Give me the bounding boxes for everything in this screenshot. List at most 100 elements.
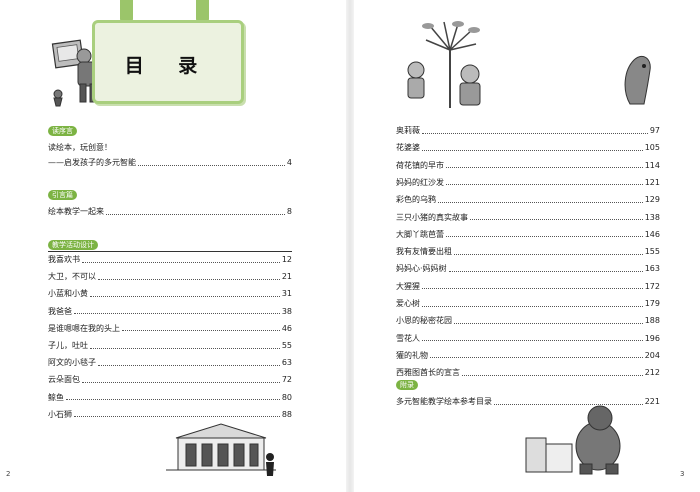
frame-tab-right xyxy=(196,0,209,22)
title-box: 目 录 xyxy=(92,20,244,104)
toc-entry-page: 155 xyxy=(644,247,660,257)
dot-leader xyxy=(422,305,643,307)
toc-entry[interactable]: 彩色的乌鸦 129 xyxy=(396,194,660,206)
toc-entry-page: 212 xyxy=(644,368,660,378)
dot-leader xyxy=(138,164,285,166)
frame-tab-left xyxy=(120,0,133,22)
toc-entry-title[interactable]: 读绘本，玩创意！ xyxy=(48,143,112,152)
toc-entry[interactable]: ——启发孩子的多元智能 4 xyxy=(48,157,292,169)
toc-entry-title: 獾的礼物 xyxy=(396,350,428,360)
toc-entry[interactable]: 西雅图酋长的宣言 212 xyxy=(396,367,660,379)
toc-entry-page: 188 xyxy=(644,316,660,326)
toc-entry-title: 我有友情要出租 xyxy=(396,247,452,257)
toc-entry-page: 121 xyxy=(644,177,660,187)
toc-entry-title: 大猩猩 xyxy=(396,281,420,291)
toc-entry-page: 172 xyxy=(644,281,660,291)
dot-leader xyxy=(82,261,280,263)
toc-entry[interactable]: 妈妈心·妈妈树 163 xyxy=(396,263,660,275)
toc-entry-title: 绘本教学一起来 xyxy=(48,207,104,216)
toc-entry[interactable]: 我有友情要出租 155 xyxy=(396,246,660,258)
dot-leader xyxy=(74,313,280,315)
dot-leader xyxy=(98,278,280,280)
toc-entry-page: 4 xyxy=(286,158,292,167)
toc-entry-title: 花婆婆 xyxy=(396,143,420,153)
toc-entry-title: 小蓝和小黄 xyxy=(48,289,88,299)
toc-entry[interactable]: 我爸爸 38 xyxy=(48,306,292,318)
toc-entry-title: 荷花镇的早市 xyxy=(396,160,444,170)
toc-entry-page: 221 xyxy=(644,397,660,406)
section-label-preface: 读序言 xyxy=(48,126,77,136)
dot-leader xyxy=(422,340,643,342)
toc-entry-page: 129 xyxy=(644,195,660,205)
toc-title-frame: 目 录 xyxy=(92,0,244,104)
dot-leader xyxy=(446,236,643,238)
toc-entry[interactable]: 小石狮 88 xyxy=(48,409,292,421)
section-label-appendix: 附录 xyxy=(396,380,418,390)
toc-entry-title: 大脚丫跳芭蕾 xyxy=(396,229,444,239)
toc-entry-page: 46 xyxy=(281,323,292,333)
toc-entry-title: 我爸爸 xyxy=(48,306,72,316)
toc-entry-title: 我喜欢书 xyxy=(48,255,80,264)
toc-entry-page: 8 xyxy=(286,207,292,216)
pigs-and-tree-illustration xyxy=(407,21,481,108)
toc-entry-title: 西雅图酋长的宣言 xyxy=(396,368,460,378)
toc-entry-title: 小石狮 xyxy=(48,409,72,419)
page-title: 目 录 xyxy=(124,55,212,77)
small-figure-illustration xyxy=(266,453,274,476)
toc-entry[interactable]: 妈妈的红沙发 121 xyxy=(396,177,660,189)
dot-leader xyxy=(74,416,280,418)
toc-entry-title: 奥莉薇 xyxy=(396,126,420,135)
toc-entry-title: 子儿，吐吐 xyxy=(48,341,88,350)
dot-leader xyxy=(422,288,643,290)
dot-leader xyxy=(448,270,643,272)
dot-leader xyxy=(454,253,643,255)
toc-entry-page: 12 xyxy=(281,255,292,264)
toc-entry-title: 妈妈心·妈妈树 xyxy=(396,264,447,274)
toc-entry-page: 114 xyxy=(644,160,660,170)
gorilla-illustration xyxy=(525,405,621,475)
toc-entry[interactable]: 绘本教学一起来 8 xyxy=(48,206,292,218)
divider xyxy=(48,251,292,252)
toc-entry-title: 鲸鱼 xyxy=(48,392,64,402)
toc-entry[interactable]: 我喜欢书 12 xyxy=(48,254,292,266)
toc-entry-title: 彩色的乌鸦 xyxy=(396,195,436,205)
toc-entry-title: 妈妈的红沙发 xyxy=(396,177,444,187)
toc-entry-title: 爱心树 xyxy=(396,299,420,308)
dot-leader xyxy=(470,219,643,220)
toc-entry-page: 21 xyxy=(281,272,292,282)
dot-leader xyxy=(106,213,285,215)
dot-leader xyxy=(90,347,280,349)
toc-entry-page: 88 xyxy=(281,409,292,419)
dot-leader xyxy=(122,330,280,332)
toc-entry-page: 163 xyxy=(644,264,660,274)
toc-entry-title: 阿文的小毯子 xyxy=(48,358,96,368)
toc-entry-title: ——启发孩子的多元智能 xyxy=(48,158,136,167)
dot-leader xyxy=(422,149,643,151)
dot-leader xyxy=(446,167,643,169)
dot-leader xyxy=(430,357,643,359)
dot-leader xyxy=(454,322,643,324)
toc-entry[interactable]: 大猩猩 172 xyxy=(396,281,660,293)
dot-leader xyxy=(66,399,280,401)
toc-entry[interactable]: 荷花镇的早市 114 xyxy=(396,160,660,172)
creature-illustration xyxy=(624,55,651,105)
toc-entry[interactable]: 多元智能教学绘本参考目录 221 xyxy=(396,396,660,408)
section-label-intro: 引言篇 xyxy=(48,190,77,200)
toc-entry-page: 38 xyxy=(281,306,292,316)
